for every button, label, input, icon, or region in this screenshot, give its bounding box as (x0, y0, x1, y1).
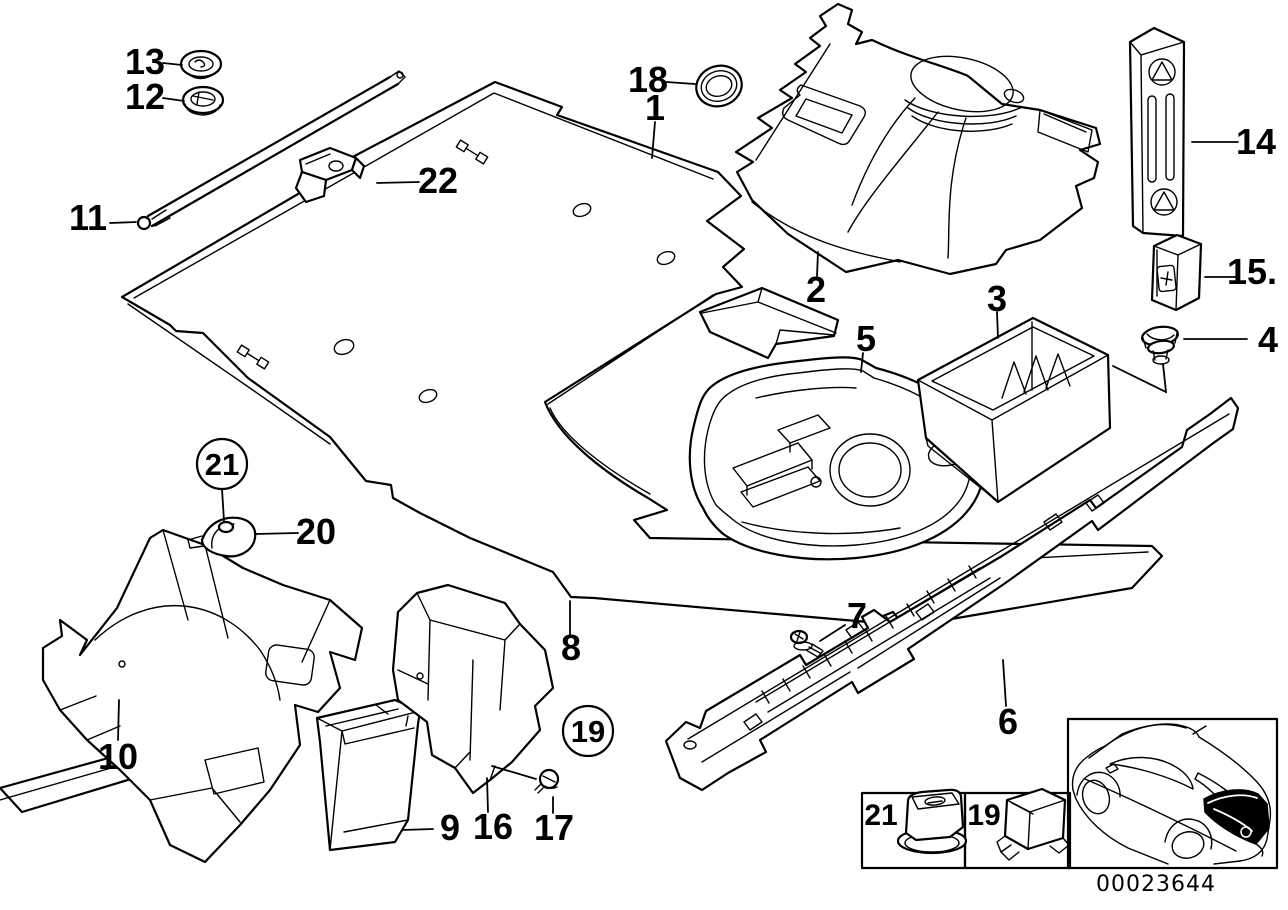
fastener-mark (236, 344, 270, 370)
callout-20[interactable]: 20 (296, 511, 336, 552)
callout-3[interactable]: 3 (987, 278, 1007, 319)
callout-13[interactable]: 13 (125, 41, 165, 82)
clip-drawing (996, 787, 1070, 861)
callout-6[interactable]: 6 (998, 701, 1018, 742)
plug-drawing (1141, 325, 1179, 365)
callout-5[interactable]: 5 (856, 318, 876, 359)
callout-4[interactable]: 4 (1258, 319, 1278, 360)
leader-lines (109, 62, 1248, 831)
plastic-nut-drawing (896, 788, 968, 855)
warning-triangle-holder-drawing (1128, 26, 1186, 238)
callout-labels: 13 12 11 22 18 1 2 3 5 14 15. 4 20 10 9 … (69, 41, 1278, 848)
first-aid-cross-icon (1160, 271, 1173, 286)
right-side-trim-drawing (734, 2, 1102, 276)
vehicle-locator-thumbnail: 00023644 (1066, 717, 1279, 897)
callout-21-circled[interactable]: 21 (195, 437, 249, 491)
rear-panel-trim-drawing (664, 396, 1240, 792)
callout-19-circled[interactable]: 19 (561, 704, 615, 758)
grommet-12-drawing (181, 85, 225, 116)
callout-21-text: 21 (205, 447, 239, 482)
legend: 21 19 (860, 787, 1072, 870)
vehicle-box (1066, 717, 1279, 870)
vent-cover-drawing (391, 583, 560, 795)
callout-22[interactable]: 22 (418, 160, 458, 201)
warning-triangle-icon (1151, 61, 1173, 81)
storage-bin-drawing (315, 698, 422, 852)
clip-22-drawing (294, 146, 366, 204)
callout-17[interactable]: 17 (534, 807, 574, 848)
diagram-number: 00023644 (1096, 872, 1216, 897)
support-rod-drawing (136, 70, 406, 231)
callout-10[interactable]: 10 (98, 736, 138, 777)
callout-7[interactable]: 7 (847, 595, 867, 636)
left-side-trim-drawing (0, 528, 364, 864)
legend-box-clip (963, 791, 1072, 870)
car-illustration (1071, 723, 1272, 865)
callout-2[interactable]: 2 (806, 269, 826, 310)
ring-18-drawing (695, 64, 743, 108)
warning-triangle-icon (1153, 191, 1175, 211)
fastener-mark (455, 139, 489, 165)
callout-12[interactable]: 12 (125, 76, 165, 117)
first-aid-box-drawing (1150, 233, 1203, 312)
callout-8[interactable]: 8 (561, 627, 581, 668)
callout-19-text: 19 (571, 714, 605, 749)
cargo-floor-panel-drawing (120, 80, 1164, 629)
callout-9[interactable]: 9 (440, 807, 460, 848)
grommet-13-drawing (179, 49, 223, 80)
trunk-highlight (1203, 789, 1270, 845)
callout-18[interactable]: 18 (628, 59, 668, 100)
callout-16[interactable]: 16 (473, 806, 513, 847)
storage-tray-drawing (916, 316, 1112, 504)
callout-1[interactable]: 1 (645, 87, 665, 128)
callout-11[interactable]: 11 (69, 197, 107, 238)
legend-label-21[interactable]: 21 (864, 799, 897, 832)
legend-label-19[interactable]: 19 (967, 799, 1000, 832)
callout-15[interactable]: 15. (1227, 251, 1277, 292)
roundel-icon (1240, 826, 1252, 838)
callout-14[interactable]: 14 (1236, 121, 1276, 162)
